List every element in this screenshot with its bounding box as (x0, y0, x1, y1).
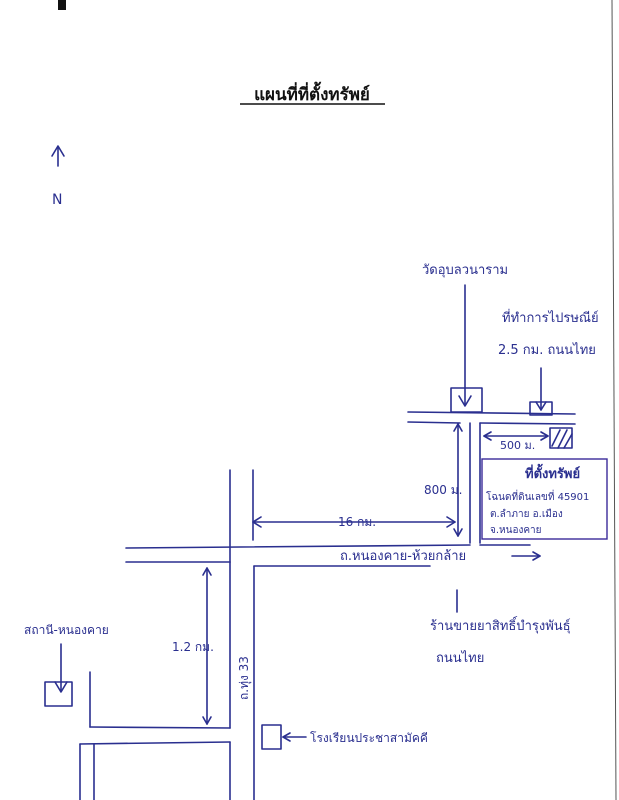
left-place-box (44, 681, 73, 707)
temple-box (450, 387, 483, 413)
school-box (261, 724, 282, 750)
north-arrow-icon (51, 145, 65, 167)
dim-800-label: 800 ม. (424, 483, 462, 497)
property-plot (549, 427, 573, 449)
north-label: N (52, 192, 62, 208)
upper-road (407, 411, 576, 425)
lower-road (79, 671, 231, 800)
main-road (125, 544, 531, 567)
dim-500-label: 500 ม. (500, 439, 535, 452)
property-district: ต.ลำภาย อ.เมือง (490, 508, 563, 520)
map-title: แผนที่ที่ตั้งทรัพย์ (254, 81, 370, 105)
office-label: ที่ทำการไปรษณีย์ (502, 309, 599, 326)
property-deed: โฉนดที่ดินเลขที่ 45901 (486, 489, 589, 503)
property-province: จ.หนองคาย (490, 525, 542, 536)
side-road (229, 469, 255, 800)
property-info: ที่ตั้งทรัพย์ โฉนดที่ดินเลขที่ 45901 ต.ล… (481, 458, 608, 540)
left-place-label: สถานี-หนองคาย (24, 623, 109, 637)
soi-lane (469, 422, 481, 544)
dim-12km-label: 1.2 กม. (172, 640, 214, 654)
office-box (529, 401, 553, 416)
market-label: ร้านขายยาสิทธิ์บำรุงพันธุ์ (430, 616, 571, 634)
scan-mark (58, 0, 66, 10)
page-edge (611, 0, 617, 800)
office-distance: 2.5 กม. ถนนไทย (498, 342, 596, 358)
side-road-label: ถ.ทุ่ง 33 (237, 656, 252, 700)
main-road-label: ถ.หนองคาย-ห้วยกล้าย (340, 549, 466, 564)
property-heading: ที่ตั้งทรัพย์ (525, 463, 580, 482)
dim-16km-label: 16 กม. (338, 515, 376, 529)
school-label: โรงเรียนประชาสามัคคี (310, 731, 428, 745)
market-sub-label: ถนนไทย (436, 650, 484, 666)
temple-label: วัดอุบลวนาราม (422, 263, 508, 278)
